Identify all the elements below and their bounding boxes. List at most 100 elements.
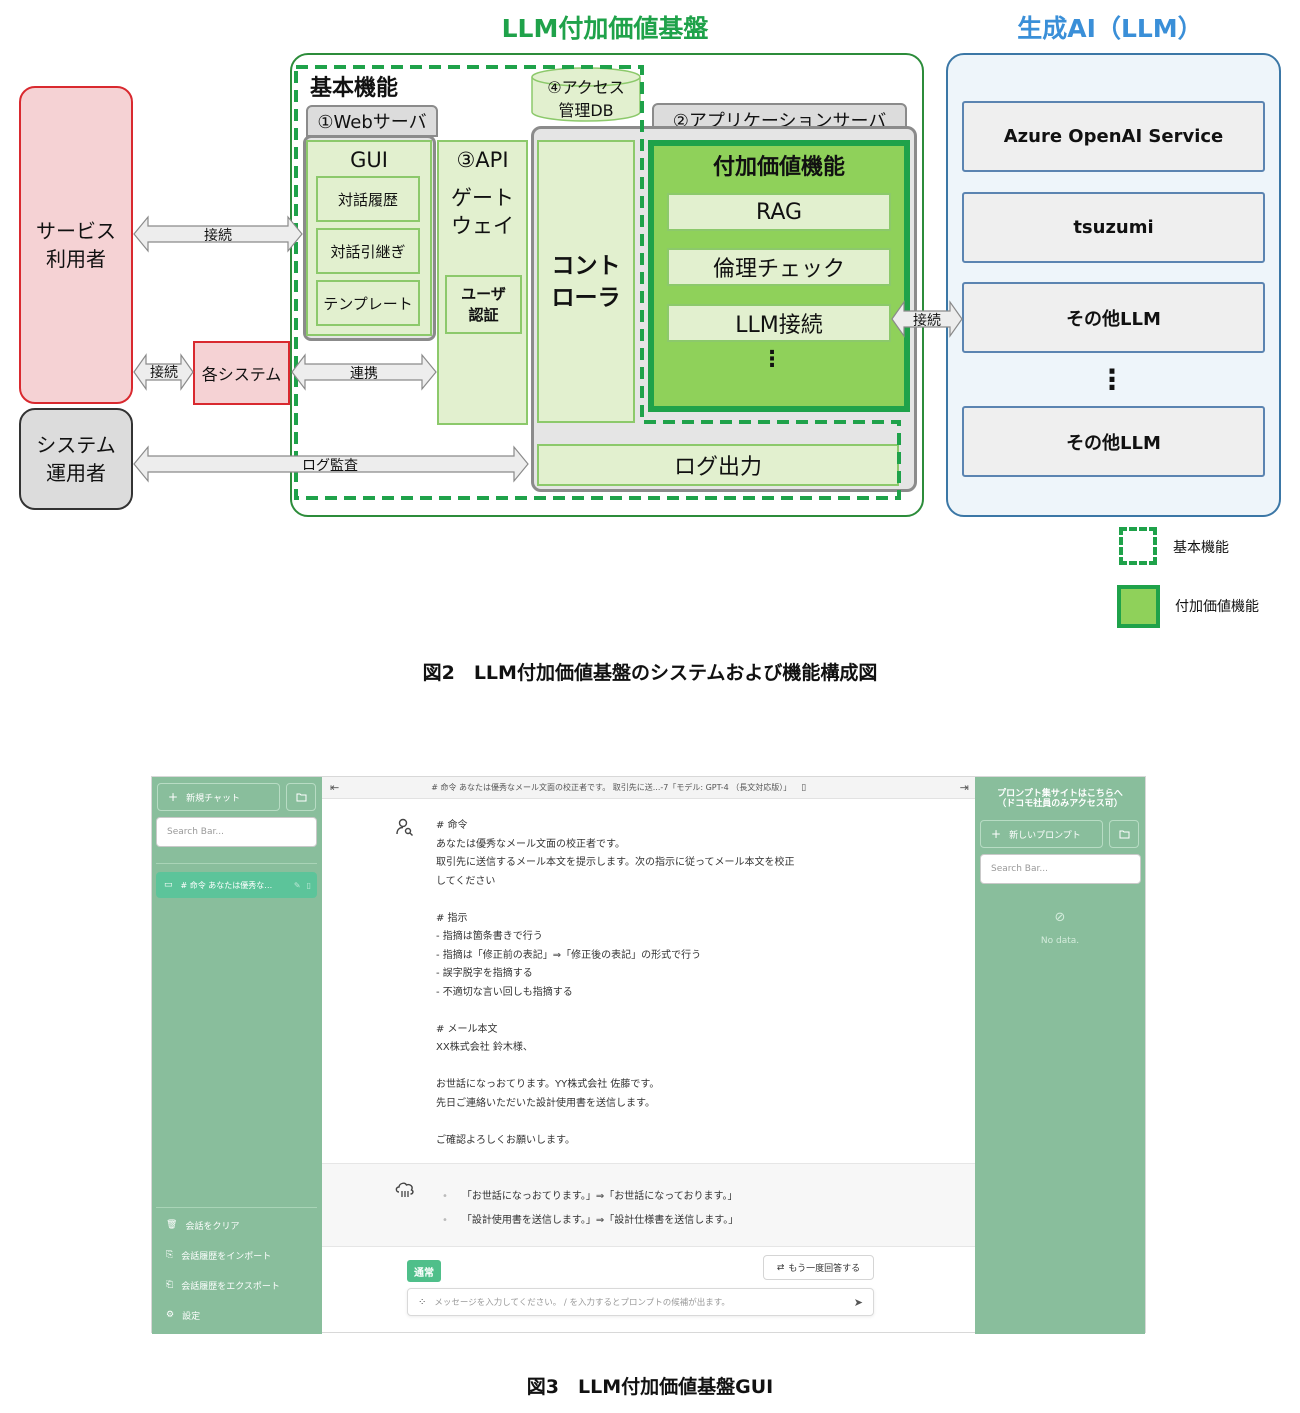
message-line: # 命令 <box>436 820 468 831</box>
collapse-right-icon[interactable]: ⇥ <box>959 781 969 794</box>
new-chat-label: 新規チャット <box>186 793 240 804</box>
message-line: - 指摘は「修正前の表記」⇒「修正後の表記」の形式で行う <box>436 949 702 961</box>
divider <box>156 1207 317 1208</box>
ethics-check-box: 倫理チェック <box>667 248 891 286</box>
message-line: - 不適切な言い回しも指摘する <box>436 986 573 998</box>
label-log-audit: ログ監査 <box>302 457 358 474</box>
value-added-vdots: ⋮ <box>761 346 783 372</box>
legend-value-swatch <box>1117 585 1160 628</box>
message-line: 取引先に送信するメール本文を提示します。次の指示に従ってメール本文を校正 <box>436 857 795 868</box>
access-db-cylinder-icon <box>531 67 641 122</box>
left-sidebar: + 新規チャット Search Bar... ▭ # 命令 あなたは優秀な… ✎… <box>152 777 322 1334</box>
message-line <box>436 1002 896 1021</box>
basic-functions-dashed-frame <box>294 65 901 500</box>
gear-icon: ⚙ <box>166 1310 175 1320</box>
prompt-site-link[interactable]: プロンプト集サイトはこちらへ （ドコモ社員のみアクセス可） <box>981 787 1139 811</box>
assistant-reply <box>322 1163 977 1247</box>
user-avatar-icon <box>396 818 413 836</box>
message-input[interactable]: ⁘ メッセージを入力してください。 / を入力するとプロンプトの候補が出ます。 … <box>407 1288 874 1316</box>
arrow-user-web <box>133 215 303 253</box>
platform-frame <box>290 53 924 517</box>
message-line: 先日ご連絡いただいた設計使用書を送信します。 <box>436 1097 655 1109</box>
chat-list-item-label: # 命令 あなたは優秀な… <box>180 880 273 890</box>
label-cooperation: 連携 <box>350 365 378 382</box>
message-line <box>436 1058 896 1077</box>
mode-badge[interactable]: 通常 <box>407 1260 441 1282</box>
gateway-label: ゲート ウェイ <box>437 182 528 242</box>
assistant-cloud-icon <box>395 1182 414 1197</box>
user-message: # 命令あなたは優秀なメール文面の校正者です。取引先に送信するメール本文を提示し… <box>436 817 896 1150</box>
llm-other-2: その他LLM <box>962 406 1265 477</box>
message-line <box>436 891 896 910</box>
connection-arrows <box>133 215 963 483</box>
message-line: - 指摘は箇条書きで行う <box>436 931 543 942</box>
system-operator-box: システム 運用者 <box>19 408 133 510</box>
apps-icon[interactable]: ⁘ <box>418 1296 427 1308</box>
legend-value-label: 付加価値機能 <box>1175 599 1259 615</box>
access-db-line1: ④アクセス <box>547 78 625 97</box>
arrow-systems-gateway <box>291 353 437 391</box>
plus-icon: + <box>168 790 179 804</box>
reply-item-1-text: 「お世話になっおてります。」⇒「お世話になっております。」 <box>461 1191 738 1202</box>
export-history-button[interactable]: ⎗会話履歴をエクスポート <box>166 1277 316 1293</box>
refresh-icon: ⇄ <box>776 1262 785 1273</box>
folder-plus-icon <box>1119 830 1129 839</box>
settings-button[interactable]: ⚙ 設定 <box>166 1307 316 1323</box>
import-history-button[interactable]: ⎘ 会話履歴をインポート <box>166 1247 316 1263</box>
service-user-line1: サービス <box>36 219 116 243</box>
reply-item-1: •「お世話になっおてります。」⇒「お世話になっております。」 <box>442 1191 738 1202</box>
export-history-label: 会話履歴をエクスポート <box>181 1281 280 1292</box>
clear-conversations-button[interactable]: 🗑︎会話をクリア <box>166 1217 316 1233</box>
message-line: # メール本文 <box>436 1023 498 1035</box>
platform-title: LLM付加価値基盤 <box>501 14 709 43</box>
import-history-label: 会話履歴をインポート <box>181 1251 272 1262</box>
legend-basic-label: 基本機能 <box>1173 540 1229 556</box>
controller-line2: ローラ <box>551 284 621 311</box>
label-connect-user: 接続 <box>204 227 232 244</box>
llm-other-1: その他LLM <box>962 282 1265 353</box>
gui-item-template: テンプレート <box>316 280 420 326</box>
message-line <box>436 1113 896 1132</box>
llm-connect-box: LLM接続 <box>667 304 891 342</box>
settings-label: 設定 <box>182 1311 201 1322</box>
new-prompt-button[interactable]: + 新しいプロンプト <box>980 820 1103 848</box>
no-data-label: No data. <box>1040 936 1080 946</box>
send-icon[interactable]: ➤ <box>853 1295 863 1309</box>
message-line: あなたは優秀なメール文面の校正者です。 <box>436 838 625 850</box>
left-search-input[interactable]: Search Bar... <box>156 817 317 847</box>
delete-conversation-icon[interactable]: ▯ <box>801 782 807 793</box>
controller-box: コント ローラ <box>537 140 635 423</box>
new-folder-button[interactable] <box>286 783 316 811</box>
regenerate-button[interactable]: ⇄もう一度回答する <box>763 1255 874 1280</box>
new-prompt-folder-button[interactable] <box>1109 820 1139 848</box>
prompt-site-line1: プロンプト集サイトはこちらへ <box>997 789 1123 799</box>
gui-item-history: 対話履歴 <box>316 176 420 222</box>
message-input-placeholder: メッセージを入力してください。 / を入力するとプロンプトの候補が出ます。 <box>434 1298 730 1308</box>
message-line: - 誤字脱字を指摘する <box>436 968 533 979</box>
user-auth-box: ユーザ 認証 <box>445 275 522 334</box>
folder-plus-icon <box>296 793 306 802</box>
arrow-operator-log <box>133 445 529 483</box>
right-sidebar: プロンプト集サイトはこちらへ （ドコモ社員のみアクセス可） + 新しいプロンプト… <box>975 777 1145 1334</box>
label-connect-llm: 接続 <box>913 312 941 329</box>
file-import-icon: ⎘ <box>166 1250 174 1260</box>
chat-list-item[interactable]: ▭ # 命令 あなたは優秀な… ✎ ▯ <box>156 872 317 898</box>
gui-item-handover: 対話引継ぎ <box>316 228 420 274</box>
trash-icon[interactable]: ▯ <box>306 880 311 890</box>
right-search-input[interactable]: Search Bar... <box>980 854 1141 884</box>
system-operator-line1: システム <box>36 433 116 457</box>
new-chat-button[interactable]: + 新規チャット <box>157 783 280 811</box>
edit-icon[interactable]: ✎ <box>293 880 301 890</box>
message-line: XX株式会社 鈴木様、 <box>436 1042 533 1053</box>
figure-3-gui: + 新規チャット Search Bar... ▭ # 命令 あなたは優秀な… ✎… <box>151 776 1146 1334</box>
arrow-valueadded-llm <box>891 300 963 338</box>
api-label: ③API <box>456 148 509 172</box>
llm-azure: Azure OpenAI Service <box>962 101 1265 172</box>
prompt-site-line2: （ドコモ社員のみアクセス可） <box>997 799 1123 809</box>
figure2-caption: 図2 LLM付加価値基盤のシステムおよび機能構成図 <box>422 662 878 684</box>
reply-item-2-text: 「設計使用書を送信します。」⇒「設計仕様書を送信します。」 <box>461 1215 739 1226</box>
genai-title: 生成AI（LLM） <box>1017 14 1203 43</box>
collapse-left-icon[interactable]: ⇤ <box>330 781 340 794</box>
service-user-line2: 利用者 <box>46 247 106 271</box>
access-db-label: ④アクセス 管理DB <box>528 76 644 122</box>
